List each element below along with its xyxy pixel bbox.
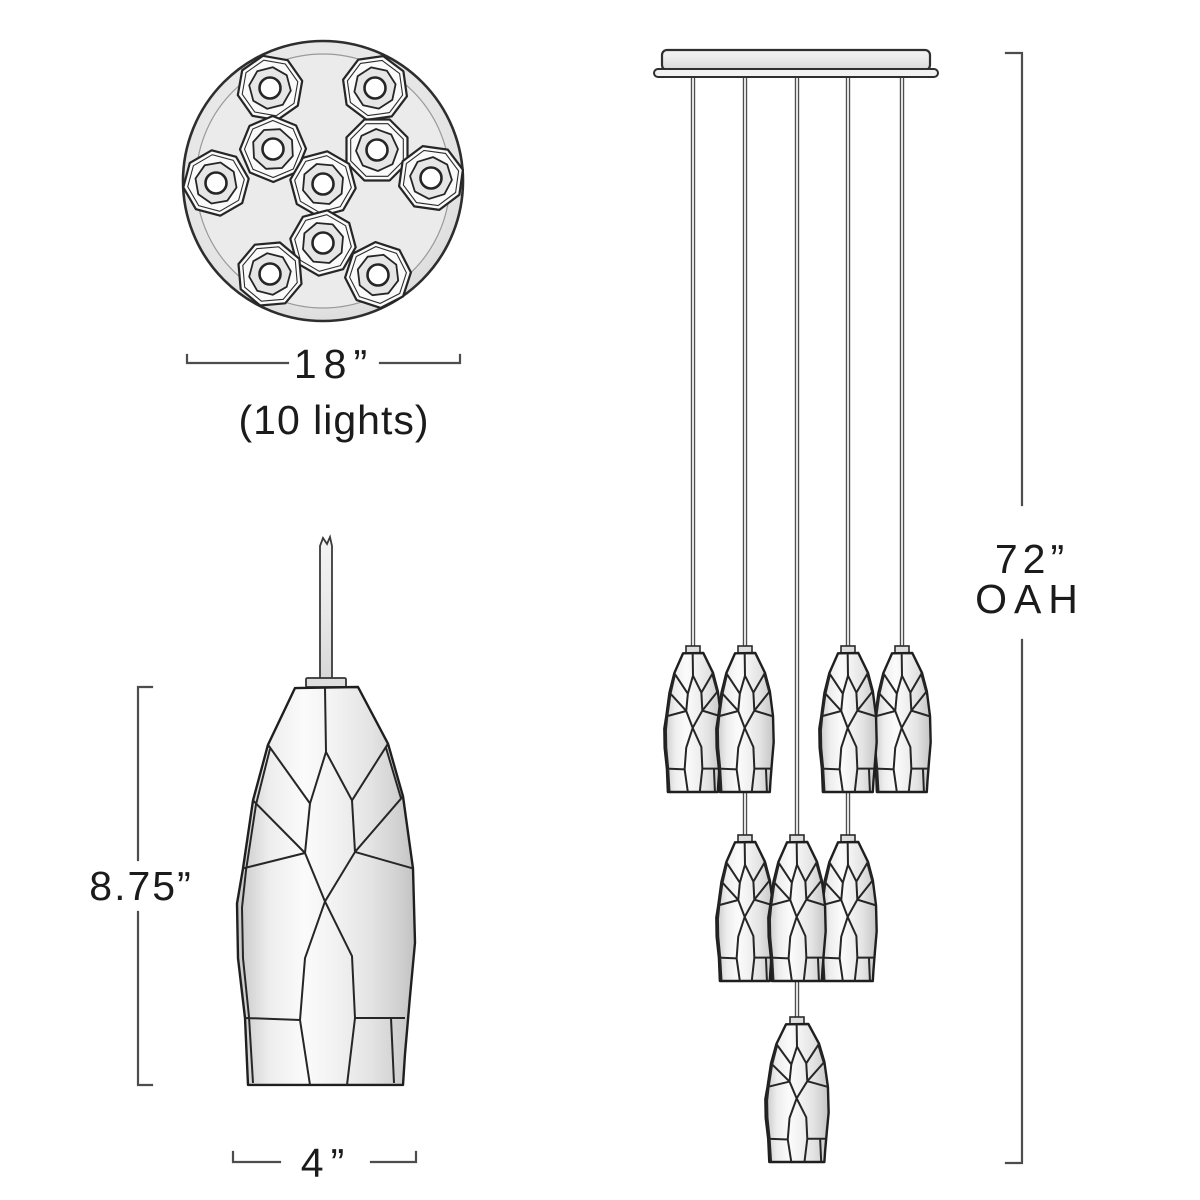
top-view-lights bbox=[182, 54, 464, 309]
pendant bbox=[872, 645, 932, 793]
light-facet-ring bbox=[294, 214, 352, 272]
light-facet-ring bbox=[242, 246, 298, 302]
light-top-view bbox=[236, 54, 304, 122]
light-facet-ring bbox=[294, 155, 352, 213]
light-top-view bbox=[344, 241, 412, 309]
glass-shade-small bbox=[818, 841, 878, 982]
pendant bbox=[767, 834, 827, 982]
light-top-view bbox=[182, 149, 250, 217]
light-top-view bbox=[342, 54, 408, 122]
diameter-dimension-line bbox=[185, 353, 462, 365]
light-top-view bbox=[398, 145, 464, 211]
width-dimension-line bbox=[231, 1150, 418, 1164]
height-dimension: 8.75” bbox=[89, 685, 192, 1087]
oah-unit-label: OAH bbox=[975, 576, 1085, 622]
pendant-detail: 8.75” 4” bbox=[89, 534, 418, 1186]
height-label: 8.75” bbox=[89, 863, 192, 909]
light-bulb-socket bbox=[363, 76, 387, 100]
light-bulb-socket bbox=[419, 166, 443, 190]
oah-dimension-line bbox=[1004, 51, 1024, 1165]
canopy-body bbox=[660, 48, 932, 72]
light-bulb-socket bbox=[311, 231, 335, 255]
light-facet-ring bbox=[187, 154, 245, 212]
pendant bbox=[715, 645, 775, 793]
diameter-label: 18” bbox=[294, 341, 374, 387]
light-top-view bbox=[289, 209, 357, 277]
glass-shade-small bbox=[663, 652, 723, 793]
light-bulb-socket bbox=[204, 171, 228, 195]
glass-shade-small bbox=[764, 1023, 830, 1163]
light-facet-ring bbox=[349, 246, 407, 304]
light-bulb-socket bbox=[311, 172, 335, 196]
top-view: 18” (10 lights) bbox=[181, 39, 465, 443]
diameter-dimension: 18” (10 lights) bbox=[185, 341, 462, 443]
light-top-view bbox=[345, 118, 409, 182]
pendant bbox=[818, 645, 878, 793]
light-bulb-socket bbox=[258, 262, 282, 286]
light-top-view bbox=[237, 241, 303, 307]
elevation-view: 72” OAH bbox=[653, 48, 1085, 1165]
socket-collar bbox=[305, 677, 347, 688]
height-dimension-line bbox=[136, 685, 154, 1087]
stem-rod bbox=[319, 534, 333, 680]
width-dimension: 4” bbox=[231, 1140, 418, 1186]
light-top-view bbox=[289, 150, 357, 218]
glass-shade-large bbox=[235, 685, 417, 1087]
canopy-plate bbox=[653, 68, 939, 78]
oah-dimension: 72” OAH bbox=[975, 51, 1085, 1165]
glass-shade-small bbox=[767, 841, 827, 982]
light-bulb-socket bbox=[365, 138, 389, 162]
light-facet-ring bbox=[350, 123, 404, 177]
light-count-label: (10 lights) bbox=[238, 397, 429, 443]
glass-shade-small bbox=[872, 652, 932, 793]
light-bulb-socket bbox=[366, 263, 390, 287]
ceiling-canopy bbox=[653, 48, 939, 78]
light-facet-ring bbox=[241, 59, 299, 117]
light-facet-ring bbox=[402, 149, 460, 207]
glass-shade-small bbox=[818, 652, 878, 793]
pendant bbox=[715, 834, 775, 982]
light-top-view bbox=[238, 114, 308, 184]
light-facet-ring bbox=[346, 59, 404, 117]
drop-cords bbox=[690, 77, 905, 1019]
light-facet-ring bbox=[243, 119, 303, 179]
pendant bbox=[764, 1016, 830, 1163]
oah-value-label: 72” bbox=[995, 536, 1069, 582]
light-bulb-socket bbox=[258, 76, 282, 100]
glass-shade-small bbox=[715, 841, 775, 982]
pendant-cluster bbox=[663, 645, 932, 1163]
width-label: 4” bbox=[301, 1140, 351, 1186]
pendant bbox=[663, 645, 723, 793]
light-bulb-socket bbox=[261, 137, 285, 161]
glass-shade-small bbox=[715, 652, 775, 793]
pendant bbox=[818, 834, 878, 982]
